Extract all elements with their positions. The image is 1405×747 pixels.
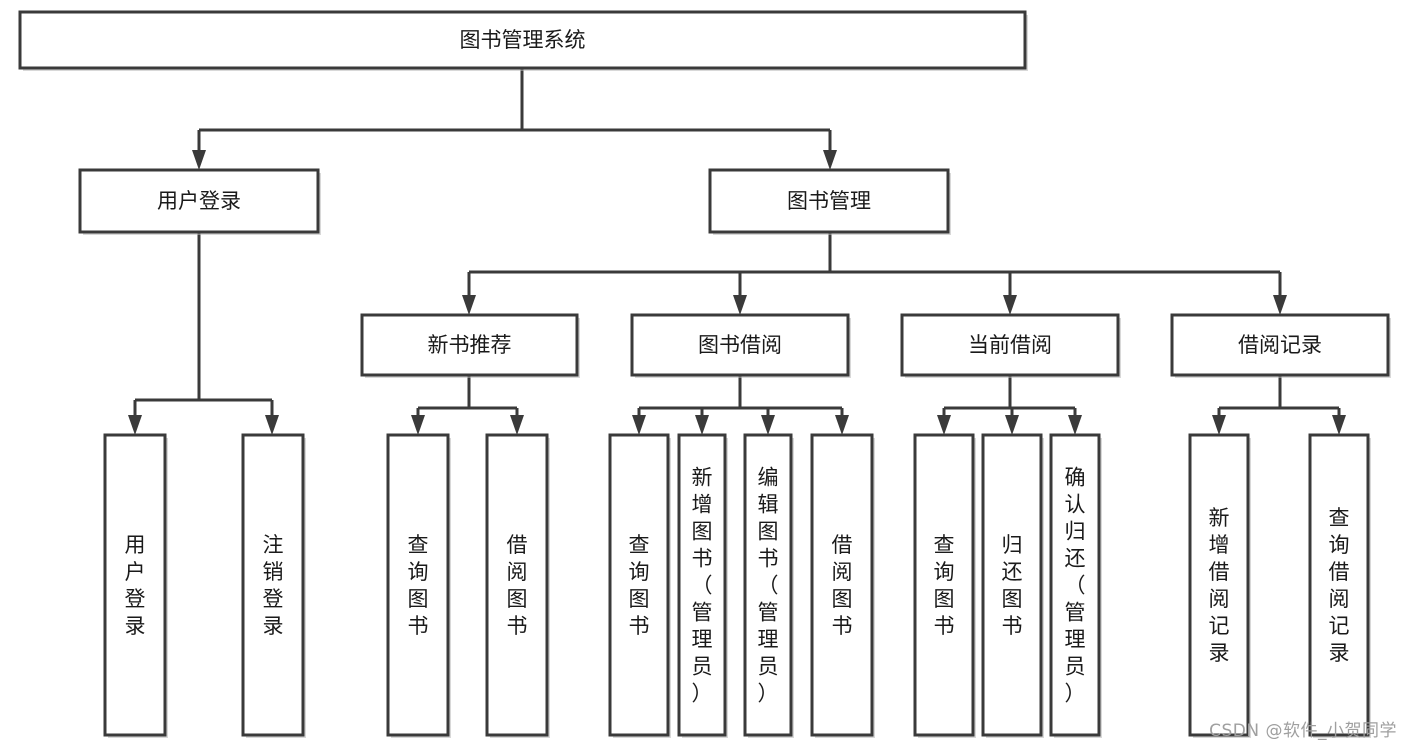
node-label: 图书管理: [787, 189, 871, 213]
node-f-query-book-2[interactable]: 查询图书: [608, 433, 671, 738]
node-box[interactable]: [810, 433, 874, 737]
node-label: 新书推荐: [428, 333, 512, 357]
node-label: 查询图书: [408, 533, 429, 638]
arrowhead-icon: [632, 415, 646, 435]
arrowhead-icon: [1212, 415, 1226, 435]
node-label: 图书管理系统: [460, 28, 586, 52]
node-box[interactable]: [900, 313, 1120, 377]
node-label: 用户登录: [157, 189, 241, 213]
arrowhead-icon: [733, 295, 747, 315]
node-label: 借阅图书: [832, 533, 853, 638]
arrowhead-icon: [1273, 295, 1287, 315]
node-box[interactable]: [18, 10, 1027, 70]
node-current-borrow[interactable]: 当前借阅: [900, 313, 1121, 378]
node-label: 借阅图书: [507, 533, 528, 638]
arrowhead-icon: [823, 150, 837, 170]
arrowhead-icon: [265, 415, 279, 435]
node-label: 新增图书（管理员）: [692, 466, 713, 706]
node-label: 查询借阅记录: [1329, 506, 1350, 665]
node-label: 查询图书: [629, 533, 650, 638]
node-f-add-book[interactable]: 新增图书（管理员）: [677, 433, 728, 738]
node-label: 编辑图书（管理员）: [758, 466, 779, 706]
node-label: 图书借阅: [698, 333, 782, 357]
node-label: 用户登录: [125, 533, 146, 638]
arrowhead-icon: [1005, 415, 1019, 435]
node-f-return-book[interactable]: 归还图书: [981, 433, 1044, 738]
node-box[interactable]: [677, 433, 727, 737]
node-layer: 图书管理系统用户登录图书管理新书推荐图书借阅当前借阅借阅记录用户登录注销登录查询…: [18, 10, 1391, 738]
arrowhead-icon: [462, 295, 476, 315]
arrowhead-icon: [1003, 295, 1017, 315]
arrowhead-icon: [128, 415, 142, 435]
node-f-user-login[interactable]: 用户登录: [103, 433, 168, 738]
node-f-query-book-1[interactable]: 查询图书: [386, 433, 451, 738]
node-label: 当前借阅: [968, 333, 1052, 357]
node-box[interactable]: [743, 433, 793, 737]
node-box[interactable]: [103, 433, 167, 737]
node-label: 注销登录: [263, 533, 284, 638]
node-label: 借阅记录: [1238, 333, 1322, 357]
node-label: 确认归还（管理员）: [1065, 466, 1086, 706]
node-f-confirm-return[interactable]: 确认归还（管理员）: [1049, 433, 1102, 738]
node-f-query-book-3[interactable]: 查询图书: [913, 433, 976, 738]
arrowhead-icon: [411, 415, 425, 435]
node-book-manage[interactable]: 图书管理: [708, 168, 951, 235]
arrowhead-icon: [1068, 415, 1082, 435]
node-box[interactable]: [1170, 313, 1390, 377]
node-label: 归还图书: [1002, 533, 1023, 638]
arrowhead-icon: [1332, 415, 1346, 435]
node-f-borrow-book-2[interactable]: 借阅图书: [810, 433, 875, 738]
arrowhead-icon: [510, 415, 524, 435]
node-box[interactable]: [1188, 433, 1250, 737]
node-borrow-record[interactable]: 借阅记录: [1170, 313, 1391, 378]
arrowhead-icon: [761, 415, 775, 435]
node-f-edit-book[interactable]: 编辑图书（管理员）: [743, 433, 794, 738]
node-root[interactable]: 图书管理系统: [18, 10, 1028, 71]
arrowhead-icon: [192, 150, 206, 170]
node-box[interactable]: [386, 433, 450, 737]
node-box[interactable]: [1308, 433, 1370, 737]
node-f-borrow-book-1[interactable]: 借阅图书: [485, 433, 550, 738]
arrowhead-icon: [937, 415, 951, 435]
node-f-add-record[interactable]: 新增借阅记录: [1188, 433, 1251, 738]
node-user-login[interactable]: 用户登录: [78, 168, 321, 235]
arrowhead-icon: [695, 415, 709, 435]
node-box[interactable]: [913, 433, 975, 737]
node-new-book-rec[interactable]: 新书推荐: [360, 313, 580, 378]
node-box[interactable]: [708, 168, 950, 234]
node-box[interactable]: [360, 313, 579, 377]
node-label: 新增借阅记录: [1209, 506, 1230, 665]
node-book-borrow[interactable]: 图书借阅: [630, 313, 851, 378]
node-box[interactable]: [485, 433, 549, 737]
node-box[interactable]: [78, 168, 320, 234]
node-label: 查询图书: [934, 533, 955, 638]
node-box[interactable]: [608, 433, 670, 737]
node-f-user-logout[interactable]: 注销登录: [241, 433, 306, 738]
node-f-query-record[interactable]: 查询借阅记录: [1308, 433, 1371, 738]
node-box[interactable]: [630, 313, 850, 377]
arrowhead-icon: [835, 415, 849, 435]
node-box[interactable]: [1049, 433, 1101, 737]
connector-layer: [128, 68, 1346, 435]
node-box[interactable]: [981, 433, 1043, 737]
node-box[interactable]: [241, 433, 305, 737]
